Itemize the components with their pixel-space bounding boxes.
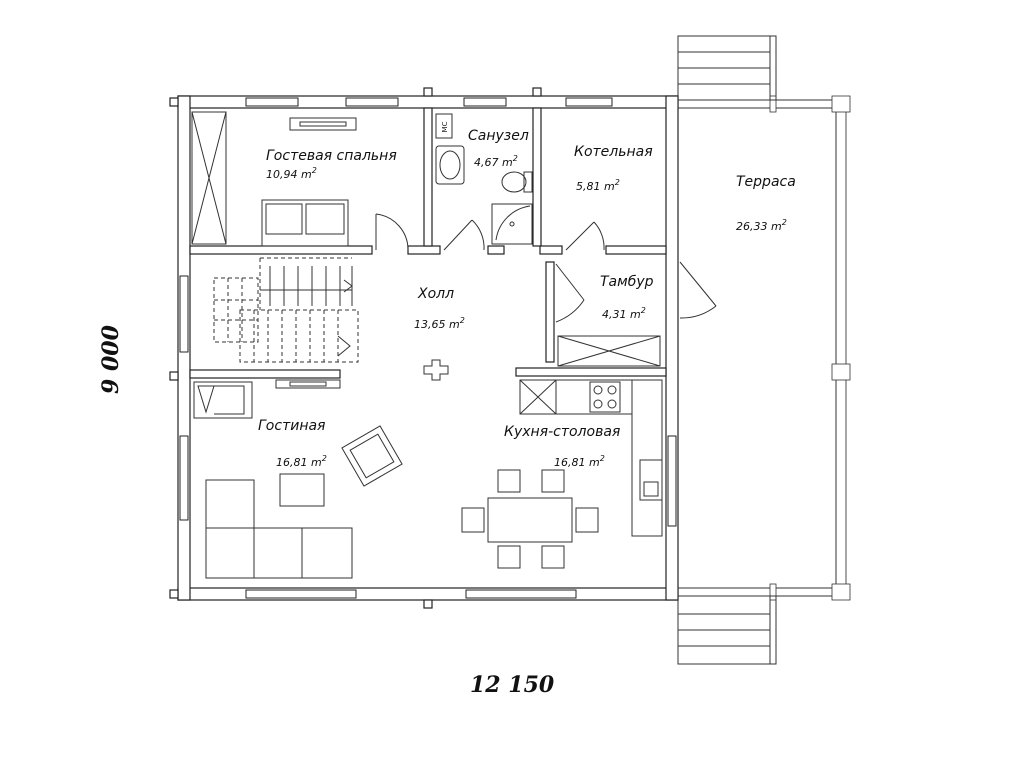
terrace-structure xyxy=(677,35,851,665)
height-dimension-label: 9 000 xyxy=(98,324,124,394)
room-area-terrace: 26,33 m2 xyxy=(736,218,787,233)
room-area-bathroom: 4,67 m2 xyxy=(474,154,518,169)
staircase xyxy=(213,257,359,363)
room-area-guest-bedroom: 10,94 m2 xyxy=(266,166,317,181)
doors xyxy=(375,213,717,323)
width-dimension-label: 12 150 xyxy=(470,672,555,698)
room-area-boiler-room: 5,81 m2 xyxy=(576,178,620,193)
vestibule-bench xyxy=(557,335,661,367)
kitchen-furniture xyxy=(461,379,663,569)
living-room-furniture xyxy=(193,379,403,579)
bathroom-fixtures: МС xyxy=(435,113,533,245)
room-name-terrace: Терраса xyxy=(736,174,796,190)
room-name-kitchen-dining: Кухня-столовая xyxy=(504,424,620,440)
room-area-hall: 13,65 m2 xyxy=(414,316,465,331)
room-name-guest-bedroom: Гостевая спальня xyxy=(266,148,397,164)
toilet-label: МС xyxy=(441,121,449,132)
room-area-kitchen-dining: 16,81 m2 xyxy=(554,454,605,469)
room-name-living-room: Гостиная xyxy=(258,418,325,434)
bedroom-furniture xyxy=(191,111,357,247)
room-area-vestibule: 4,31 m2 xyxy=(602,306,646,321)
room-name-vestibule: Тамбур xyxy=(600,274,654,290)
interior-walls xyxy=(189,107,667,379)
room-labels: Гостевая спальня 10,94 m2 Санузел 4,67 m… xyxy=(258,128,796,469)
hall-lamp-icon xyxy=(423,359,449,381)
room-name-hall: Холл xyxy=(417,286,454,302)
room-area-living-room: 16,81 m2 xyxy=(276,454,327,469)
windows xyxy=(179,97,677,599)
room-name-boiler-room: Котельная xyxy=(574,144,653,160)
room-name-bathroom: Санузел xyxy=(468,128,529,144)
